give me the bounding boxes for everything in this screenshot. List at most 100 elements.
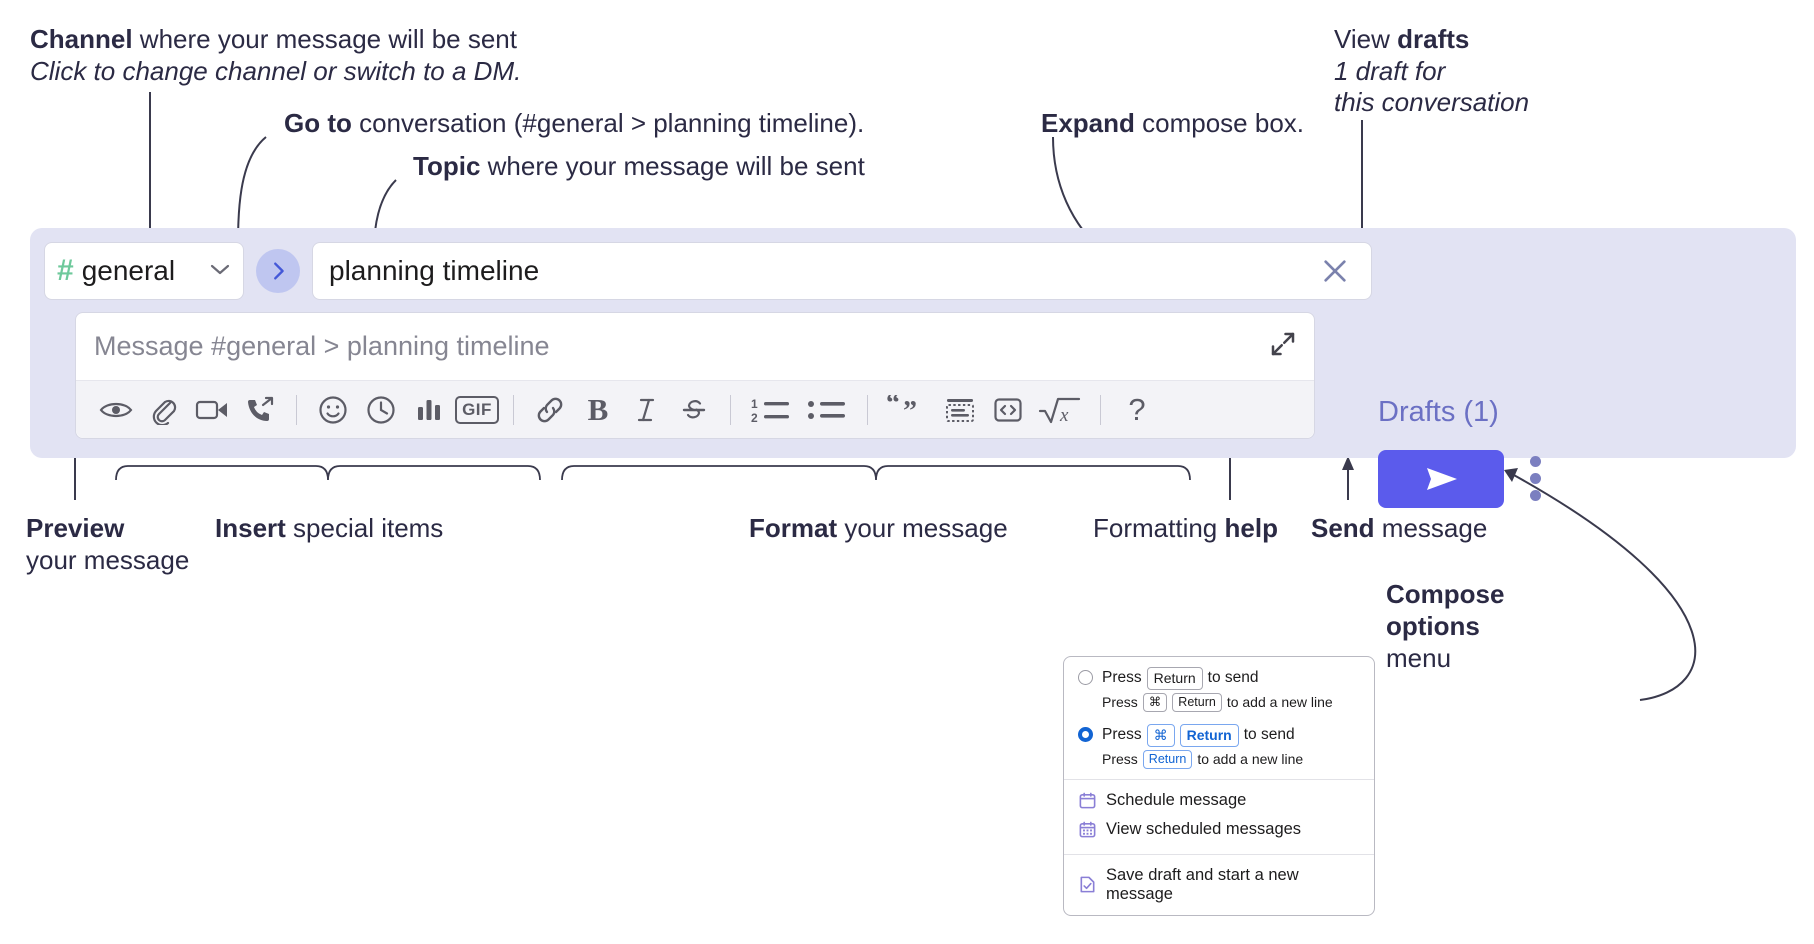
clock-icon[interactable] [357, 388, 405, 432]
annotation-send-bold: Send [1311, 513, 1375, 543]
option1-sub-key-return: Return [1172, 692, 1222, 712]
formatting-toolbar: GIF B [76, 380, 1314, 438]
menu-divider [1064, 778, 1374, 780]
annotation-expand-rest: compose box. [1134, 108, 1305, 138]
chevron-down-icon [209, 260, 231, 282]
svg-text:1: 1 [751, 397, 758, 411]
gif-icon[interactable]: GIF [453, 388, 501, 432]
send-button[interactable] [1378, 450, 1504, 508]
annotation-drafts: View drafts [1334, 23, 1469, 56]
annotation-compose-options-l1: Compose [1386, 578, 1504, 611]
svg-text:“: “ [886, 395, 900, 419]
drafts-link[interactable]: Drafts (1) [1378, 396, 1499, 428]
annotation-format: Format your message [749, 512, 1008, 545]
annotation-drafts-sub1: 1 draft for [1334, 55, 1445, 88]
annotation-channel-rest: where your message will be sent [132, 24, 517, 54]
poll-icon[interactable] [405, 388, 453, 432]
annotation-compose-options-rest: menu [1386, 643, 1452, 673]
annotation-compose-options-bold2: options [1386, 611, 1480, 641]
annotation-preview-bold: Preview [26, 513, 125, 543]
menu-radio-option-1[interactable]: Press Return to send [1064, 667, 1374, 690]
ordered-list-icon[interactable]: 1 2 [743, 388, 799, 432]
annotation-format-rest: your message [837, 513, 1008, 543]
channel-selector[interactable]: # general [44, 242, 244, 300]
annotation-compose-options-l2: options [1386, 610, 1480, 643]
annotation-channel-bold: Channel [30, 24, 133, 54]
italic-icon[interactable] [622, 388, 670, 432]
compose-options-button[interactable] [1530, 456, 1541, 501]
annotation-topic-bold: Topic [413, 151, 481, 181]
blockquote-icon[interactable]: “ ” [880, 388, 936, 432]
option2-sub-press: Press [1102, 751, 1138, 768]
message-placeholder: Message #general > planning timeline [94, 331, 550, 361]
attachment-icon[interactable] [140, 388, 188, 432]
go-to-conversation-button[interactable] [256, 249, 300, 293]
message-input-area[interactable]: Message #general > planning timeline [75, 312, 1315, 439]
annotation-help: Formatting help [1093, 512, 1278, 545]
code-icon[interactable] [984, 388, 1032, 432]
toolbar-divider [867, 394, 868, 425]
toolbar-divider [730, 394, 731, 425]
option1-sub-press: Press [1102, 694, 1138, 711]
option1-press: Press [1102, 669, 1142, 687]
save-draft-icon [1080, 876, 1095, 893]
topic-input[interactable]: planning timeline [312, 242, 1372, 300]
bold-icon[interactable]: B [574, 388, 622, 432]
annotation-goto-bold: Go to [284, 108, 352, 138]
menu-item-label: Schedule message [1106, 790, 1247, 809]
annotation-goto-rest: conversation (#general > planning timeli… [351, 108, 865, 138]
compose-box: close-icon # general planning timeline M… [30, 228, 1796, 508]
channel-name: general [81, 255, 176, 286]
code-block-icon[interactable] [936, 388, 984, 432]
annotation-channel: Channel where your message will be sent [30, 23, 517, 56]
annotation-compose-options-l3: menu [1386, 642, 1451, 675]
annotation-insert-rest: special items [285, 513, 444, 543]
topic-value: planning timeline [329, 255, 540, 286]
audio-call-icon[interactable] [236, 388, 284, 432]
option2-press: Press [1102, 726, 1142, 744]
send-paper-plane-icon [1427, 468, 1457, 490]
menu-radio-option-2[interactable]: Press ⌘ Return to send [1064, 723, 1374, 747]
video-icon[interactable] [188, 388, 236, 432]
annotation-topic-rest: where your message will be sent [480, 151, 865, 181]
menu-option-1-line: Press Return to send [1102, 667, 1259, 690]
strikethrough-icon[interactable] [670, 388, 718, 432]
chevron-right-icon [274, 262, 284, 280]
toolbar-divider [1100, 394, 1101, 425]
radio-selected-icon [1078, 726, 1093, 742]
option1-key-return: Return [1146, 667, 1203, 690]
menu-option-1-sub: Press ⌘ Return to add a new line [1064, 690, 1374, 712]
menu-item-schedule-message[interactable]: Schedule message [1064, 786, 1374, 815]
svg-text:2: 2 [751, 411, 758, 424]
annotation-expand-bold: Expand [1041, 108, 1135, 138]
menu-item-save-draft[interactable]: Save draft and start a new message [1064, 861, 1374, 915]
emoji-icon[interactable] [309, 388, 357, 432]
bulleted-list-icon[interactable] [799, 388, 855, 432]
radio-unselected-icon [1078, 670, 1093, 685]
annotation-compose-options-bold1: Compose [1386, 579, 1505, 609]
annotation-preview-line2: your message [26, 544, 189, 577]
math-icon[interactable]: x [1032, 388, 1088, 432]
option1-tail: to send [1207, 669, 1259, 687]
annotation-send-rest: message [1374, 513, 1488, 543]
kebab-dot [1530, 490, 1541, 501]
annotation-insert-bold: Insert [215, 513, 286, 543]
annotation-preview: Preview [26, 512, 124, 545]
annotation-expand: Expand compose box. [1041, 107, 1304, 140]
annotation-preview-text: your message [26, 545, 190, 575]
link-icon[interactable] [526, 388, 574, 432]
menu-item-view-scheduled-messages[interactable]: View scheduled messages [1064, 815, 1374, 844]
menu-option-2-sub: Press Return to add a new line [1064, 747, 1374, 769]
annotation-channel-sub: Click to change channel or switch to a D… [30, 55, 521, 88]
help-icon[interactable]: ? [1113, 388, 1161, 432]
bold-label: B [587, 391, 609, 427]
preview-icon[interactable] [92, 388, 140, 432]
expand-compose-button[interactable] [1268, 329, 1298, 359]
annotation-drafts-italic1: 1 draft for [1334, 56, 1446, 86]
annotation-drafts-sub2: this conversation [1334, 86, 1529, 119]
annotation-format-bold: Format [749, 513, 838, 543]
svg-text:x: x [1059, 405, 1069, 426]
toolbar-divider [513, 394, 514, 425]
clear-topic-button[interactable] [1319, 255, 1355, 287]
compose-header-row: # general planning timeline [44, 242, 1372, 300]
